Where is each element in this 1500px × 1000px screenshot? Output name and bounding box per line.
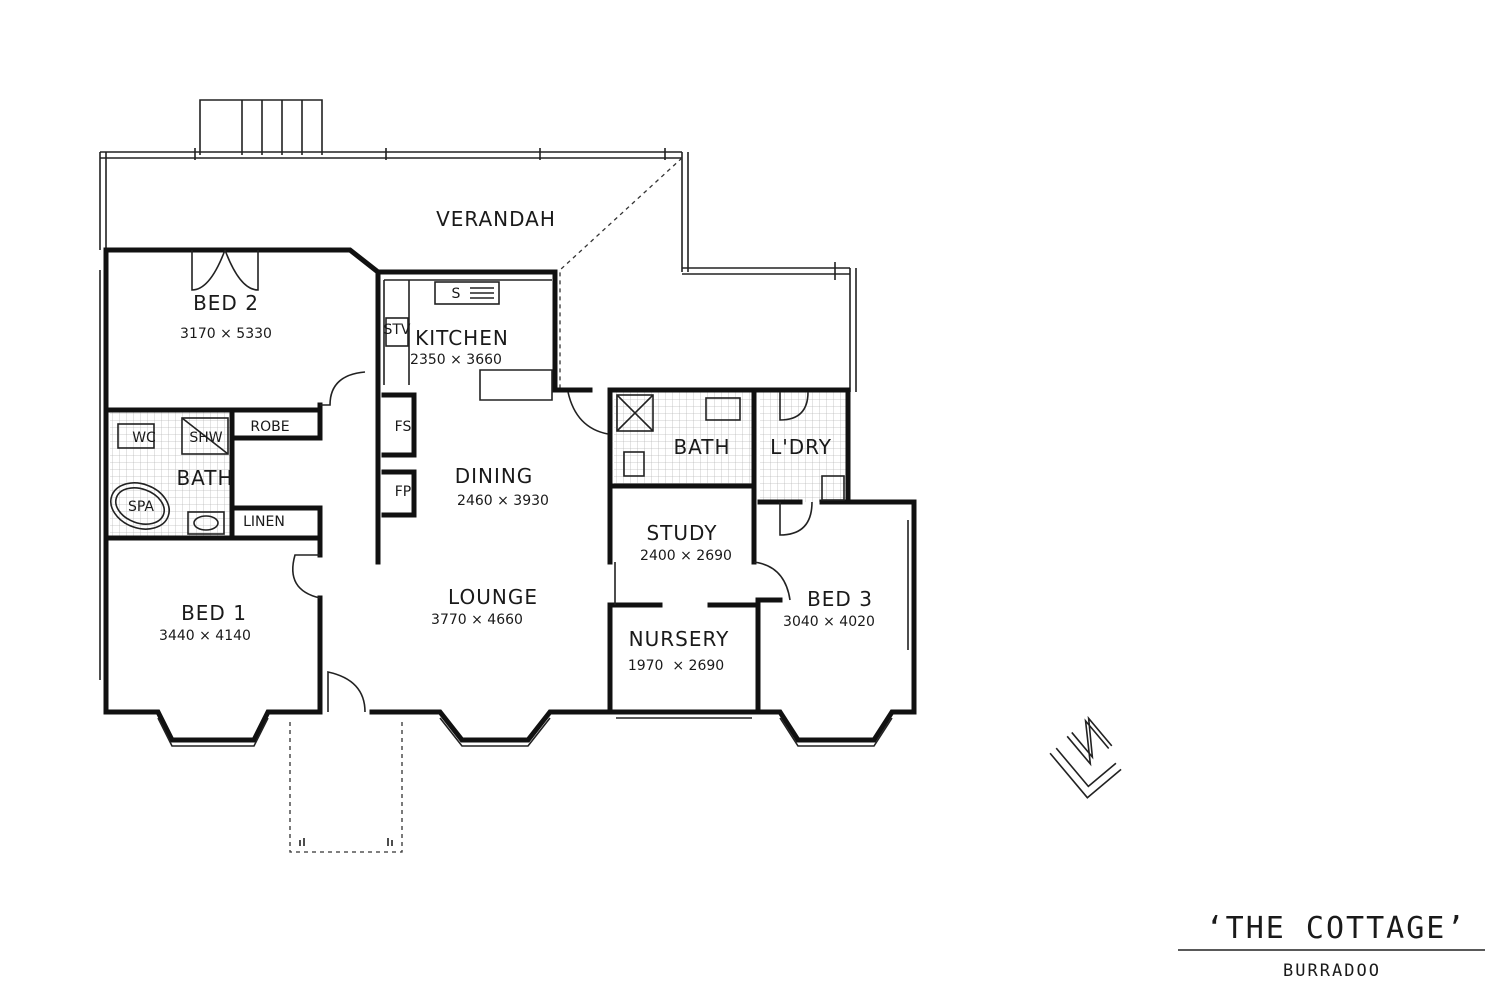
shower-label: SHW bbox=[189, 430, 222, 446]
fridge-space-label: FS bbox=[395, 419, 412, 435]
spa-label: SPA bbox=[128, 499, 154, 515]
sink-label: S bbox=[452, 286, 461, 302]
main-bath-fixtures bbox=[110, 417, 229, 535]
north-arrow-icon bbox=[1049, 715, 1122, 799]
laundry-label: L'DRY bbox=[770, 435, 832, 459]
fireplace-label: FP bbox=[395, 484, 412, 500]
bed2-dims: 3170 × 5330 bbox=[180, 326, 272, 342]
verandah-outline bbox=[99, 148, 857, 392]
plan-title: ‘THE COTTAGE’ bbox=[1206, 911, 1467, 946]
lounge-label: LOUNGE bbox=[448, 585, 538, 609]
dining-label: DINING bbox=[455, 464, 534, 488]
exterior-walls bbox=[103, 247, 917, 743]
dining-dims: 2460 × 3930 bbox=[457, 493, 549, 509]
stove-label: STV bbox=[383, 322, 410, 338]
nursery-label: NURSERY bbox=[629, 627, 730, 651]
bed1-dims: 3440 × 4140 bbox=[159, 628, 251, 644]
linen-label: LINEN bbox=[243, 514, 285, 530]
kitchen-dims: 2350 × 3660 bbox=[410, 352, 502, 368]
bay-windows bbox=[99, 270, 909, 747]
bath2-label: BATH bbox=[673, 435, 730, 459]
bed1-label: BED 1 bbox=[181, 601, 247, 625]
wc-label: WC bbox=[132, 430, 156, 446]
main-bath-label: BATH bbox=[176, 466, 233, 490]
study-dims: 2400 × 2690 bbox=[640, 548, 732, 564]
kitchen-bench bbox=[383, 279, 553, 401]
carport-outline bbox=[289, 722, 403, 853]
kitchen-label: KITCHEN bbox=[415, 326, 509, 350]
nursery-dims: 1970 × 2690 bbox=[628, 658, 724, 674]
bed3-dims: 3040 × 4020 bbox=[783, 614, 875, 630]
entry-steps bbox=[199, 99, 323, 155]
lounge-dims: 3770 × 4660 bbox=[431, 612, 523, 628]
bed2-label: BED 2 bbox=[193, 291, 259, 315]
bath2-tiles bbox=[614, 392, 754, 484]
study-label: STUDY bbox=[646, 521, 717, 545]
bath2-fixtures bbox=[616, 394, 845, 501]
robe-label: ROBE bbox=[250, 419, 289, 435]
bed3-label: BED 3 bbox=[807, 587, 873, 611]
interior-walls bbox=[103, 382, 851, 715]
doors bbox=[191, 249, 813, 713]
plan-subtitle: BURRADOO bbox=[1283, 961, 1381, 981]
verandah-label: VERANDAH bbox=[436, 207, 556, 231]
